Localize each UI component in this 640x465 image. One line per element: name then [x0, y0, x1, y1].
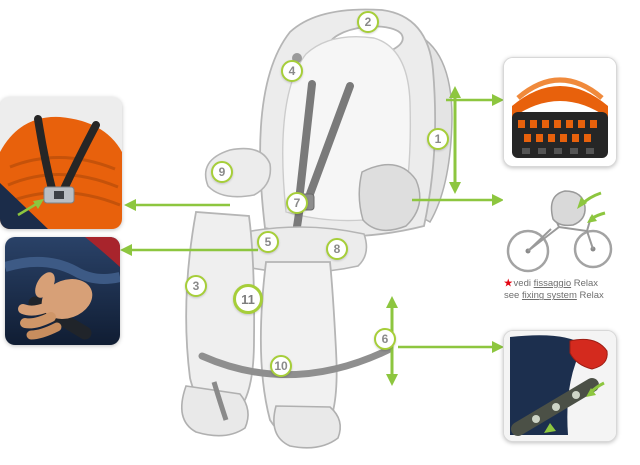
inset-bike-mount-detail [503, 183, 615, 275]
orange-shell [512, 86, 608, 118]
harness-strap-left [296, 80, 316, 196]
callout-6: 6 [374, 328, 396, 350]
strap-hole [532, 415, 540, 423]
hand-finger [26, 322, 62, 340]
inset-rack-strap-detail [503, 330, 617, 442]
callout-4: 4 [281, 60, 303, 82]
inset-release-handle-detail [5, 237, 120, 345]
arrow-up-icon [449, 86, 461, 98]
navy-seat-underside [510, 335, 584, 435]
arrowhead-left-bottom-icon [120, 244, 132, 256]
rear-wheel [506, 229, 550, 273]
note-text: see [504, 290, 522, 302]
arrow-up-icon [386, 296, 398, 308]
harness-strap-right [306, 82, 354, 198]
arrow-down-icon [449, 182, 461, 194]
inset-harness-detail [0, 97, 122, 229]
mount-arrowhead-icon [587, 214, 597, 223]
callout-1: 1 [427, 128, 449, 150]
buckle-arrow [17, 201, 39, 217]
mounted-child-seat [550, 190, 586, 227]
navy-corner [0, 183, 48, 229]
note-star: ★ [504, 278, 513, 289]
callout-10: 10 [270, 355, 292, 377]
arrowhead-right-bottom-icon [492, 341, 504, 353]
base-mount-art [504, 58, 616, 166]
seat-underside-edge [5, 256, 120, 284]
connector-arrowheads [120, 94, 504, 353]
right-side-lever [358, 163, 421, 232]
hand-palm [41, 279, 93, 319]
fixing-system-note: ★vedi fissaggio Relax see fixing system … [504, 278, 638, 303]
hand-thumb [35, 272, 55, 298]
arrowhead-right-middle-icon [492, 194, 504, 206]
strap-right [60, 121, 100, 193]
front-wheel [573, 229, 613, 269]
hand-finger [18, 302, 52, 316]
note-line-english: see fixing system Relax [504, 290, 638, 302]
arrowhead-left-top-icon [124, 199, 136, 211]
release-handle-art [5, 237, 120, 345]
red-seat-edge [85, 237, 120, 267]
base-slots [522, 148, 594, 154]
pad-rib [7, 173, 119, 189]
strap-arrowhead-icon [586, 388, 596, 397]
orange-seat-pad [0, 116, 122, 229]
lower-fixing-strap [198, 346, 392, 379]
note-text: Relax [576, 290, 604, 302]
inset-base-mount-detail [503, 57, 617, 167]
strap-arrowhead-icon [544, 423, 556, 433]
strap-hole [552, 403, 560, 411]
arrow-down-icon [386, 374, 398, 386]
callout-9: 9 [211, 161, 233, 183]
left-armrest [204, 147, 272, 198]
strap-hole [572, 391, 580, 399]
bike-mount-art [503, 183, 615, 275]
note-link-fissaggio: fissaggio [533, 278, 572, 289]
callout-8: 8 [326, 238, 348, 260]
note-line-italian: ★vedi fissaggio Relax [504, 278, 638, 290]
pad-rib [9, 155, 116, 171]
mount-arrowhead-icon [577, 197, 587, 209]
harness-detail-art [0, 97, 122, 229]
callout-7: 7 [286, 192, 308, 214]
mount-teeth [518, 120, 597, 142]
hand-finger [20, 312, 56, 329]
note-link-fixing-system: fixing system [521, 290, 577, 302]
footrest-strap [211, 381, 229, 421]
left-footrest [180, 385, 249, 437]
arrowhead-right-top-icon [492, 94, 504, 106]
note-text: vedi [513, 278, 534, 289]
buckle-arrowhead-icon [33, 199, 44, 209]
callout-3: 3 [185, 275, 207, 297]
right-footrest [273, 405, 341, 449]
orange-shell-arc [516, 77, 604, 100]
strap-left [34, 115, 56, 193]
callout-5: 5 [257, 231, 279, 253]
callout-2: 2 [357, 11, 379, 33]
callout-11: 11 [233, 284, 263, 314]
rack-strap-art [504, 331, 616, 441]
red-lock-lever [569, 338, 608, 370]
buckle-latch [54, 191, 64, 199]
note-text: Relax [571, 278, 599, 289]
